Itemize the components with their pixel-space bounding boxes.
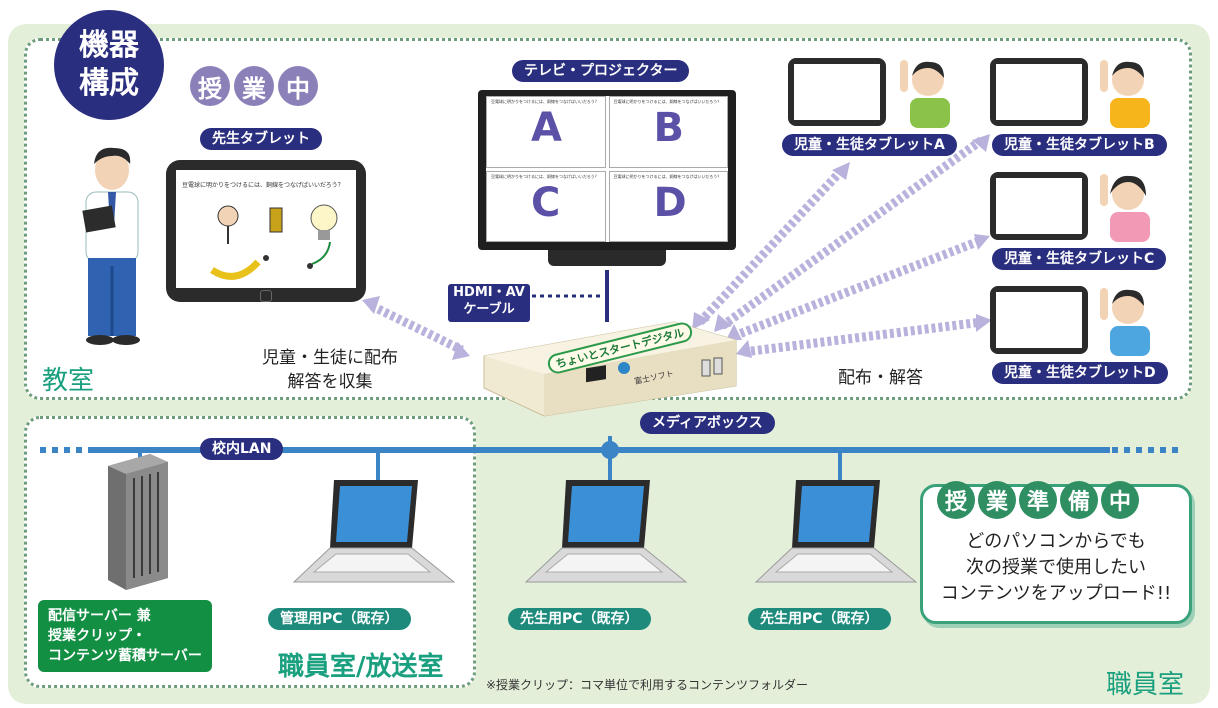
in-class-char: 授: [190, 66, 230, 106]
lesson-prep-badge: 授 業 準 備 中: [937, 481, 1139, 519]
teacher-pc-label-2: 先生用PC（既存）: [748, 608, 891, 630]
media-box-label: メディアボックス: [640, 412, 775, 434]
lesson-prep-char: 業: [978, 481, 1016, 519]
student-figure-b: [1098, 54, 1154, 128]
server-label: 配信サーバー 兼 授業クリップ・ コンテンツ蓄積サーバー: [38, 600, 212, 672]
tv-panel-letter: A: [531, 105, 562, 151]
tablet-home-button: [260, 290, 272, 302]
broadcast-room-name: 職員室/放送室: [278, 652, 444, 682]
student-tablet-c: [990, 172, 1088, 240]
tv-screen: 豆電球に明かりをつけるには、銅線をつなげばいいだろう？ A 豆電球に明かりをつけ…: [478, 90, 736, 250]
in-class-char: 中: [278, 66, 318, 106]
server-icon: [108, 454, 168, 590]
title-badge: 機器 構成: [54, 10, 164, 120]
lesson-prep-box: 授 業 準 備 中 どのパソコンからでも 次の授業で使用したい コンテンツをアッ…: [920, 481, 1192, 624]
student-tablet-screen: [996, 64, 1082, 120]
tv-split-view: 豆電球に明かりをつけるには、銅線をつなげばいいだろう？ A 豆電球に明かりをつけ…: [486, 96, 728, 242]
wireless-arrowheads: [362, 134, 992, 360]
lesson-prep-char: 授: [937, 481, 975, 519]
tablet-question-text: 豆電球に明かりをつけるには、銅線をつなげばいいだろう？: [182, 182, 344, 189]
teacher-tablet-screen: 豆電球に明かりをつけるには、銅線をつなげばいいだろう？: [176, 170, 356, 288]
teacher-tablet-label: 先生タブレット: [200, 128, 322, 150]
student-tablet-label-c: 児童・生徒タブレットC: [992, 248, 1167, 270]
student-tablet-label-b: 児童・生徒タブレットB: [992, 134, 1167, 156]
footnote: ※授業クリップ：コマ単位で利用するコンテンツフォルダー: [486, 678, 809, 692]
student-tablet-screen: [996, 178, 1082, 234]
admin-pc-label: 管理用PC（既存）: [268, 608, 411, 630]
student-tablet-label-a: 児童・生徒タブレットA: [782, 134, 957, 156]
classroom-name: 教室: [42, 366, 95, 396]
student-tablet-screen: [794, 64, 880, 120]
in-class-badge: 授 業 中: [190, 66, 318, 106]
tv-projector-label: テレビ・プロジェクター: [512, 60, 690, 82]
lesson-prep-text: どのパソコンからでも 次の授業で使用したい コンテンツをアップロード!!: [940, 531, 1172, 604]
tv-panel: 豆電球に明かりをつけるには、銅線をつなげばいいだろう？ A: [486, 96, 606, 168]
tv-panel-letter: D: [653, 179, 687, 226]
admin-laptop: [292, 480, 456, 583]
lesson-prep-char: 備: [1060, 481, 1098, 519]
tv-panel: 豆電球に明かりをつけるには、銅線をつなげばいいだろう？ C: [486, 170, 606, 242]
tv-panel: 豆電球に明かりをつけるには、銅線をつなげばいいだろう？ D: [608, 170, 728, 242]
lan-label: 校内LAN: [200, 438, 284, 460]
collect-answers-label: 児童・生徒に配布 解答を収集: [262, 348, 398, 392]
hdmi-av-cable-label: HDMI・AV ケーブル: [448, 284, 530, 322]
lesson-prep-char: 中: [1101, 481, 1139, 519]
staff-room-name: 職員室: [1106, 670, 1185, 700]
student-tablet-screen: [996, 292, 1082, 348]
tv-panel-letter: C: [531, 179, 561, 226]
tv-panel: 豆電球に明かりをつけるには、銅線をつなげばいいだろう？ B: [608, 96, 728, 168]
teacher-pc-label-1: 先生用PC（既存）: [508, 608, 651, 630]
student-tablet-label-d: 児童・生徒タブレットD: [992, 362, 1168, 384]
media-box: [483, 321, 737, 417]
teacher-tablet: 豆電球に明かりをつけるには、銅線をつなげばいいだろう？: [166, 160, 366, 302]
lesson-prep-char: 準: [1019, 481, 1057, 519]
student-tablet-a: [788, 58, 886, 126]
wireless-arrows: [370, 136, 985, 357]
student-figure-d: [1098, 282, 1154, 356]
student-tablet-d: [990, 286, 1088, 354]
teacher-figure: [82, 147, 140, 345]
student-figure-a: [898, 54, 954, 128]
circuit-illustration: [210, 204, 338, 280]
in-class-char: 業: [234, 66, 274, 106]
teacher-laptop-1: [524, 480, 688, 583]
tv-stand: [548, 250, 666, 266]
tv-panel-letter: B: [653, 105, 685, 151]
teacher-laptop-2: [754, 480, 918, 583]
student-figure-c: [1098, 168, 1154, 242]
student-tablet-b: [990, 58, 1088, 126]
distribute-answer-label: 配布・解答: [838, 368, 923, 388]
